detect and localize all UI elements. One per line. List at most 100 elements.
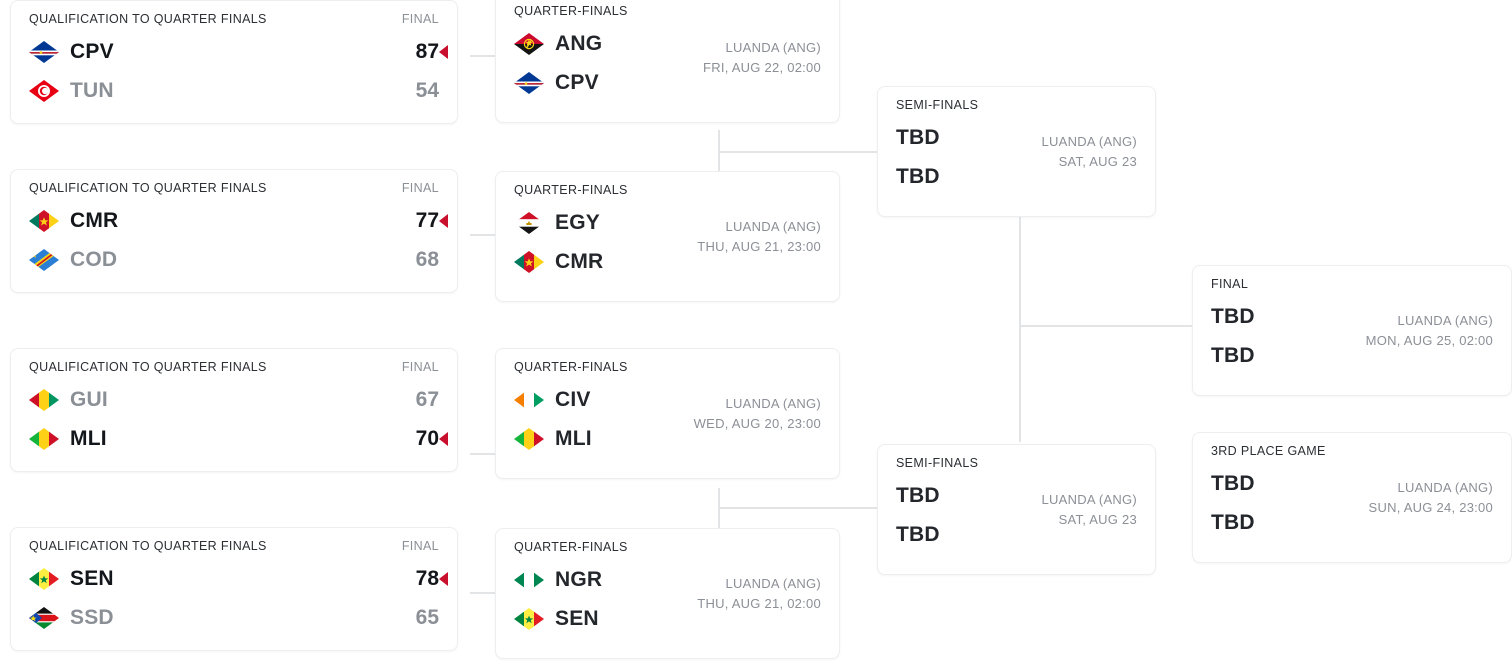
quarter-final-card-4[interactable]: QUARTER-FINALS NGR bbox=[495, 528, 840, 659]
team-abbr: TUN bbox=[70, 78, 114, 102]
team: TBD bbox=[1211, 511, 1493, 535]
connector-qual-2 bbox=[470, 234, 496, 236]
team-row[interactable]: COD 68 bbox=[29, 240, 439, 279]
team-row[interactable]: SSD 65 bbox=[29, 598, 439, 637]
game-meta: LUANDA (ANG) FRI, AUG 22, 02:00 bbox=[703, 38, 821, 78]
team: TUN bbox=[29, 79, 416, 103]
semi-final-card-1[interactable]: SEMI-FINALS TBD TBD bbox=[877, 86, 1156, 217]
team-row[interactable]: TBD bbox=[1211, 464, 1493, 503]
card-label: QUALIFICATION TO QUARTER FINALS bbox=[29, 12, 267, 26]
game-datetime: THU, AUG 21, 02:00 bbox=[697, 596, 821, 612]
game-datetime: THU, AUG 21, 23:00 bbox=[697, 239, 821, 255]
team-score: 70 bbox=[415, 426, 439, 450]
qualification-card-2[interactable]: QUALIFICATION TO QUARTER FINALS FINAL CM… bbox=[10, 169, 458, 293]
game-datetime: WED, AUG 20, 23:00 bbox=[693, 416, 821, 432]
connector-qual-1 bbox=[470, 55, 496, 57]
card-label: QUARTER-FINALS bbox=[514, 4, 628, 18]
team-row[interactable]: TBD bbox=[896, 157, 1137, 196]
team-row[interactable]: CPV bbox=[514, 63, 821, 102]
team: TBD bbox=[1211, 344, 1493, 368]
team-row[interactable]: TBD bbox=[896, 476, 1137, 515]
connector-qual-4 bbox=[470, 592, 496, 594]
team-abbr: TBD bbox=[896, 164, 940, 188]
card-label: 3RD PLACE GAME bbox=[1211, 444, 1326, 458]
team-abbr: CPV bbox=[70, 39, 114, 63]
team: GUI bbox=[29, 388, 416, 412]
team-row[interactable]: TUN 54 bbox=[29, 71, 439, 110]
qualification-card-3[interactable]: QUALIFICATION TO QUARTER FINALS FINAL GU… bbox=[10, 348, 458, 472]
team-abbr: CIV bbox=[555, 387, 591, 411]
team-row[interactable]: EGY bbox=[514, 203, 821, 242]
team-rows: GUI 67 MLI bbox=[29, 380, 448, 458]
flag-icon-tun bbox=[29, 79, 59, 102]
team-abbr: CMR bbox=[555, 249, 604, 273]
team-row[interactable]: ANG bbox=[514, 24, 821, 63]
team-row[interactable]: MLI 70 bbox=[29, 419, 439, 458]
team: SEN bbox=[514, 607, 821, 631]
card-header: 3RD PLACE GAME bbox=[1211, 444, 1493, 458]
game-datetime: MON, AUG 25, 02:00 bbox=[1365, 333, 1493, 349]
card-header: FINAL bbox=[1211, 277, 1493, 291]
card-label: FINAL bbox=[1211, 277, 1249, 291]
team-row[interactable]: TBD bbox=[896, 515, 1137, 554]
team-score: 65 bbox=[415, 605, 439, 629]
quarter-final-card-2[interactable]: QUARTER-FINALS EGY bbox=[495, 171, 840, 302]
third-place-card[interactable]: 3RD PLACE GAME TBD TBD bbox=[1192, 432, 1512, 563]
connector-to-final bbox=[1019, 325, 1194, 327]
final-card[interactable]: FINAL TBD TBD bbox=[1192, 265, 1512, 396]
team-abbr: ANG bbox=[555, 31, 603, 55]
connector-to-sf1 bbox=[718, 151, 878, 153]
card-header: QUARTER-FINALS bbox=[514, 183, 821, 197]
team-row[interactable]: GUI 67 bbox=[29, 380, 439, 419]
team-row[interactable]: CMR bbox=[514, 242, 821, 281]
card-header: SEMI-FINALS bbox=[896, 456, 1137, 470]
flag-icon-mli bbox=[29, 427, 59, 450]
team: EGY bbox=[514, 211, 821, 235]
quarter-final-card-1[interactable]: QUARTER-FINALS ANG bbox=[495, 0, 840, 123]
winner-arrow-icon bbox=[439, 432, 448, 446]
connector-qual-3 bbox=[470, 453, 496, 455]
team-abbr: MLI bbox=[555, 426, 592, 450]
team-score: 67 bbox=[415, 387, 439, 411]
team-rows: TBD TBD bbox=[1211, 297, 1493, 375]
team-row[interactable]: TBD bbox=[1211, 297, 1493, 336]
team-score: 78 bbox=[415, 566, 439, 590]
team-row[interactable]: TBD bbox=[1211, 503, 1493, 542]
game-venue: LUANDA (ANG) bbox=[725, 40, 821, 55]
team: COD bbox=[29, 248, 416, 272]
card-label: QUALIFICATION TO QUARTER FINALS bbox=[29, 181, 267, 195]
team-row[interactable]: CPV 87 bbox=[29, 32, 439, 71]
semi-final-card-2[interactable]: SEMI-FINALS TBD TBD bbox=[877, 444, 1156, 575]
team-row[interactable]: SEN 78 bbox=[29, 559, 439, 598]
team-abbr: EGY bbox=[555, 210, 600, 234]
card-label: SEMI-FINALS bbox=[896, 98, 979, 112]
team: CPV bbox=[514, 71, 821, 95]
flag-icon-sen bbox=[29, 567, 59, 590]
team-abbr: MLI bbox=[70, 426, 107, 450]
team-rows: CMR 77 COD bbox=[29, 201, 448, 279]
team-score: 68 bbox=[415, 247, 439, 271]
team-rows: SEN 78 bbox=[29, 559, 448, 637]
game-datetime: SAT, AUG 23 bbox=[1058, 512, 1137, 528]
game-meta: LUANDA (ANG) SAT, AUG 23 bbox=[1042, 132, 1137, 172]
team-row[interactable]: CIV bbox=[514, 380, 821, 419]
team-score: 77 bbox=[415, 208, 439, 232]
team: CMR bbox=[29, 209, 416, 233]
game-datetime: FRI, AUG 22, 02:00 bbox=[703, 60, 821, 76]
team-row[interactable]: TBD bbox=[896, 118, 1137, 157]
team-abbr: CPV bbox=[555, 70, 599, 94]
connector-to-sf2 bbox=[718, 507, 878, 509]
quarter-final-card-3[interactable]: QUARTER-FINALS CIV bbox=[495, 348, 840, 479]
team-row[interactable]: SEN bbox=[514, 599, 821, 638]
game-venue: LUANDA (ANG) bbox=[1041, 134, 1137, 149]
team-abbr: GUI bbox=[70, 387, 108, 411]
team: CPV bbox=[29, 40, 416, 64]
team-row[interactable]: TBD bbox=[1211, 336, 1493, 375]
team-row[interactable]: NGR bbox=[514, 560, 821, 599]
team-row[interactable]: CMR 77 bbox=[29, 201, 439, 240]
qualification-card-4[interactable]: QUALIFICATION TO QUARTER FINALS FINAL SE… bbox=[10, 527, 458, 651]
connector-qf3-down bbox=[718, 488, 720, 508]
qualification-card-1[interactable]: QUALIFICATION TO QUARTER FINALS FINAL C bbox=[10, 0, 458, 124]
team-row[interactable]: MLI bbox=[514, 419, 821, 458]
